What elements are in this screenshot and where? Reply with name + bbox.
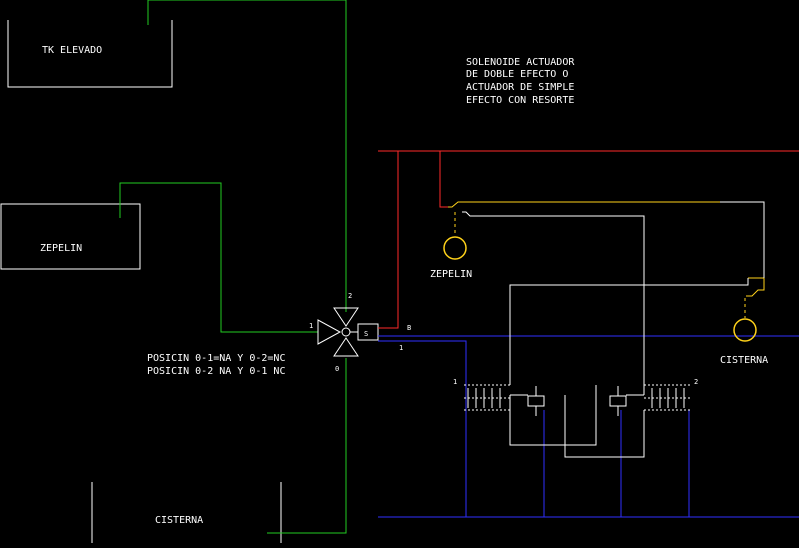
relay-left-number: 1: [453, 378, 457, 386]
note-line: SOLENOIDE ACTUADOR: [466, 57, 575, 68]
cisterna-tank-label: CISTERNA: [155, 515, 203, 526]
valve-port-2: 2: [348, 292, 352, 300]
tk-elevado-tank: [7, 20, 173, 88]
three-way-valve: [317, 307, 379, 357]
note-line: EFECTO CON RESORTE: [466, 95, 574, 106]
phase-line: [378, 150, 799, 329]
relay-bank-left: [464, 384, 545, 416]
zepelin-tank-label: ZEPELIN: [40, 243, 82, 254]
wire-1-label: 1: [399, 344, 403, 352]
note-line: DE DOBLE EFECTO O: [466, 69, 568, 80]
cisterna-float-label: CISTERNA: [720, 355, 768, 366]
position-line: POSICIN 0-2 NA Y 0-1 NC: [147, 366, 285, 377]
relay-right-number: 2: [694, 378, 698, 386]
float-switch-cisterna: [733, 277, 765, 342]
solenoid-label: S: [364, 330, 368, 338]
zepelin-tank: [0, 203, 141, 270]
valve-port-0: 0: [335, 365, 339, 373]
valve-port-1: 1: [309, 322, 313, 330]
tk-elevado-label: TK ELEVADO: [42, 45, 102, 56]
position-line: POSICIN 0-1=NA Y 0-2=NC: [147, 353, 285, 364]
zepelin-float-label: ZEPELIN: [430, 269, 472, 280]
cisterna-tank: [91, 482, 282, 543]
water-pipes: [119, 0, 347, 534]
relay-bank-right: [609, 384, 690, 416]
neutral-line: [378, 335, 799, 518]
valve-position-note: POSICIN 0-1=NA Y 0-2=NC POSICIN 0-2 NA Y…: [147, 353, 285, 377]
wire-b-label: B: [407, 324, 411, 332]
float-switch-zepelin: [443, 201, 720, 260]
control-wiring: [462, 201, 765, 458]
note-line: ACTUADOR DE SIMPLE: [466, 82, 574, 93]
actuator-note: SOLENOIDE ACTUADOR DE DOBLE EFECTO O ACT…: [466, 57, 575, 106]
